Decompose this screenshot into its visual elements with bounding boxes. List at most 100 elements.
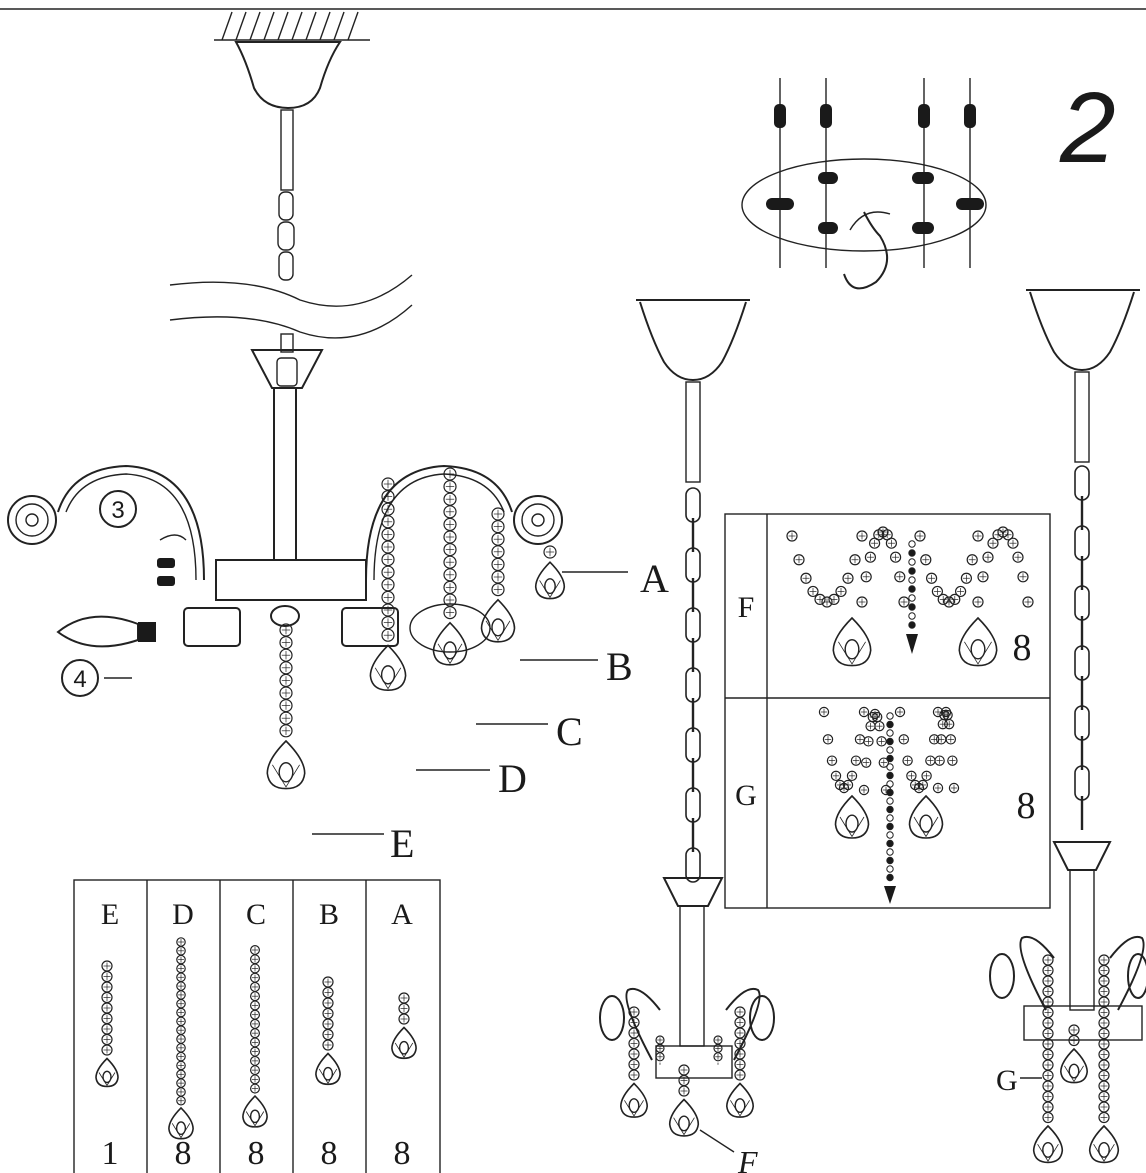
bead: [814, 593, 826, 605]
assembled-lamp-G: G: [989, 289, 1146, 1164]
medallion-left: [7, 495, 57, 545]
pendant-drop: [168, 1106, 194, 1140]
bead: [977, 571, 989, 583]
parts-table-header-A: A: [391, 898, 413, 931]
bead: [1017, 571, 1029, 583]
arm-right: [365, 464, 513, 581]
main-chandelier: 3 4 A B C D E: [7, 11, 669, 866]
parts-table-qty-E: 1: [102, 1135, 119, 1172]
parts-table: E D C B A 1 8 8 8 8: [73, 879, 441, 1173]
bead: [826, 755, 838, 766]
swag-strand-G: [818, 706, 960, 904]
bead: [734, 1069, 746, 1081]
chain: [277, 191, 295, 281]
bead: [850, 755, 862, 766]
bead: [713, 1052, 723, 1062]
bead: [176, 1095, 186, 1106]
step-number: 2: [1059, 72, 1116, 184]
bead: [786, 530, 798, 542]
bead: [1098, 1111, 1110, 1124]
bead: [828, 593, 840, 605]
bead: [972, 530, 984, 542]
bead: [846, 770, 858, 782]
break-wave-top: [169, 274, 413, 307]
body-collar: [250, 349, 324, 389]
bead: [443, 605, 457, 620]
pendant-drop: [908, 794, 944, 839]
bead: [858, 706, 870, 718]
pendant-drop: [391, 1026, 417, 1060]
bead: [869, 708, 881, 720]
bead: [543, 545, 557, 559]
pendant-drop: [834, 794, 870, 839]
bead: [885, 537, 898, 549]
bead: [279, 724, 293, 738]
bead: [966, 554, 978, 566]
bead: [858, 784, 870, 796]
bead: [947, 755, 958, 766]
bead: [279, 698, 293, 713]
ceiling-canopy: [234, 41, 342, 110]
bead: [861, 757, 872, 768]
bead: [944, 718, 955, 730]
bead: [443, 505, 457, 519]
body-box: [215, 559, 367, 601]
bead: [1022, 596, 1034, 608]
bead: [101, 1044, 113, 1056]
chain-G: [1074, 465, 1090, 830]
pendant-drop: [480, 598, 516, 643]
parts-table-qty-B: 8: [321, 1135, 338, 1172]
callout-screw-number: 3: [111, 497, 124, 524]
bead: [925, 572, 938, 584]
bead: [381, 490, 395, 504]
bead: [821, 596, 833, 608]
chain-link: [1074, 525, 1090, 561]
pendant-drop: [1088, 1124, 1120, 1164]
label-B: B: [606, 644, 633, 689]
bead: [894, 706, 906, 718]
bead: [381, 615, 395, 630]
bead: [949, 593, 961, 605]
pendant-drop: [958, 616, 998, 667]
label-E: E: [390, 821, 414, 866]
crystal-strands: [266, 467, 566, 790]
bead: [863, 736, 874, 747]
bead: [860, 571, 872, 583]
chain-link: [1074, 645, 1090, 681]
bead: [398, 1013, 410, 1025]
arm-left: [57, 464, 205, 581]
parts-table-header-D: D: [172, 898, 194, 931]
bead: [443, 467, 457, 481]
bead: [932, 706, 944, 718]
bead: [856, 530, 868, 542]
bead: [943, 596, 955, 608]
bead: [381, 578, 395, 592]
bead: [954, 585, 967, 598]
bead: [849, 554, 861, 566]
bead: [987, 537, 999, 549]
chain-F: [685, 487, 701, 883]
bead: [491, 519, 505, 534]
strand-table-qty-F: 8: [1013, 627, 1032, 669]
chain-link: [685, 487, 701, 523]
pendant-drop: [668, 1098, 700, 1137]
label-D: D: [498, 756, 527, 801]
pendant-drop: [534, 561, 566, 600]
bead: [948, 782, 960, 794]
parts-table-qty-C: 8: [248, 1135, 265, 1172]
lamp-F-label: F: [737, 1144, 758, 1173]
bead: [902, 755, 913, 766]
chain-link: [685, 547, 701, 583]
break-wave-bottom: [169, 304, 413, 339]
socket-left: [183, 607, 241, 647]
bead: [894, 571, 906, 583]
pendant-drop: [315, 1052, 341, 1086]
bead: [443, 542, 457, 557]
bead: [878, 757, 890, 768]
bead: [842, 779, 854, 791]
bead: [279, 635, 293, 650]
bead: [920, 554, 932, 566]
socket-right: [341, 607, 399, 647]
pendant-drop: [619, 1082, 649, 1118]
